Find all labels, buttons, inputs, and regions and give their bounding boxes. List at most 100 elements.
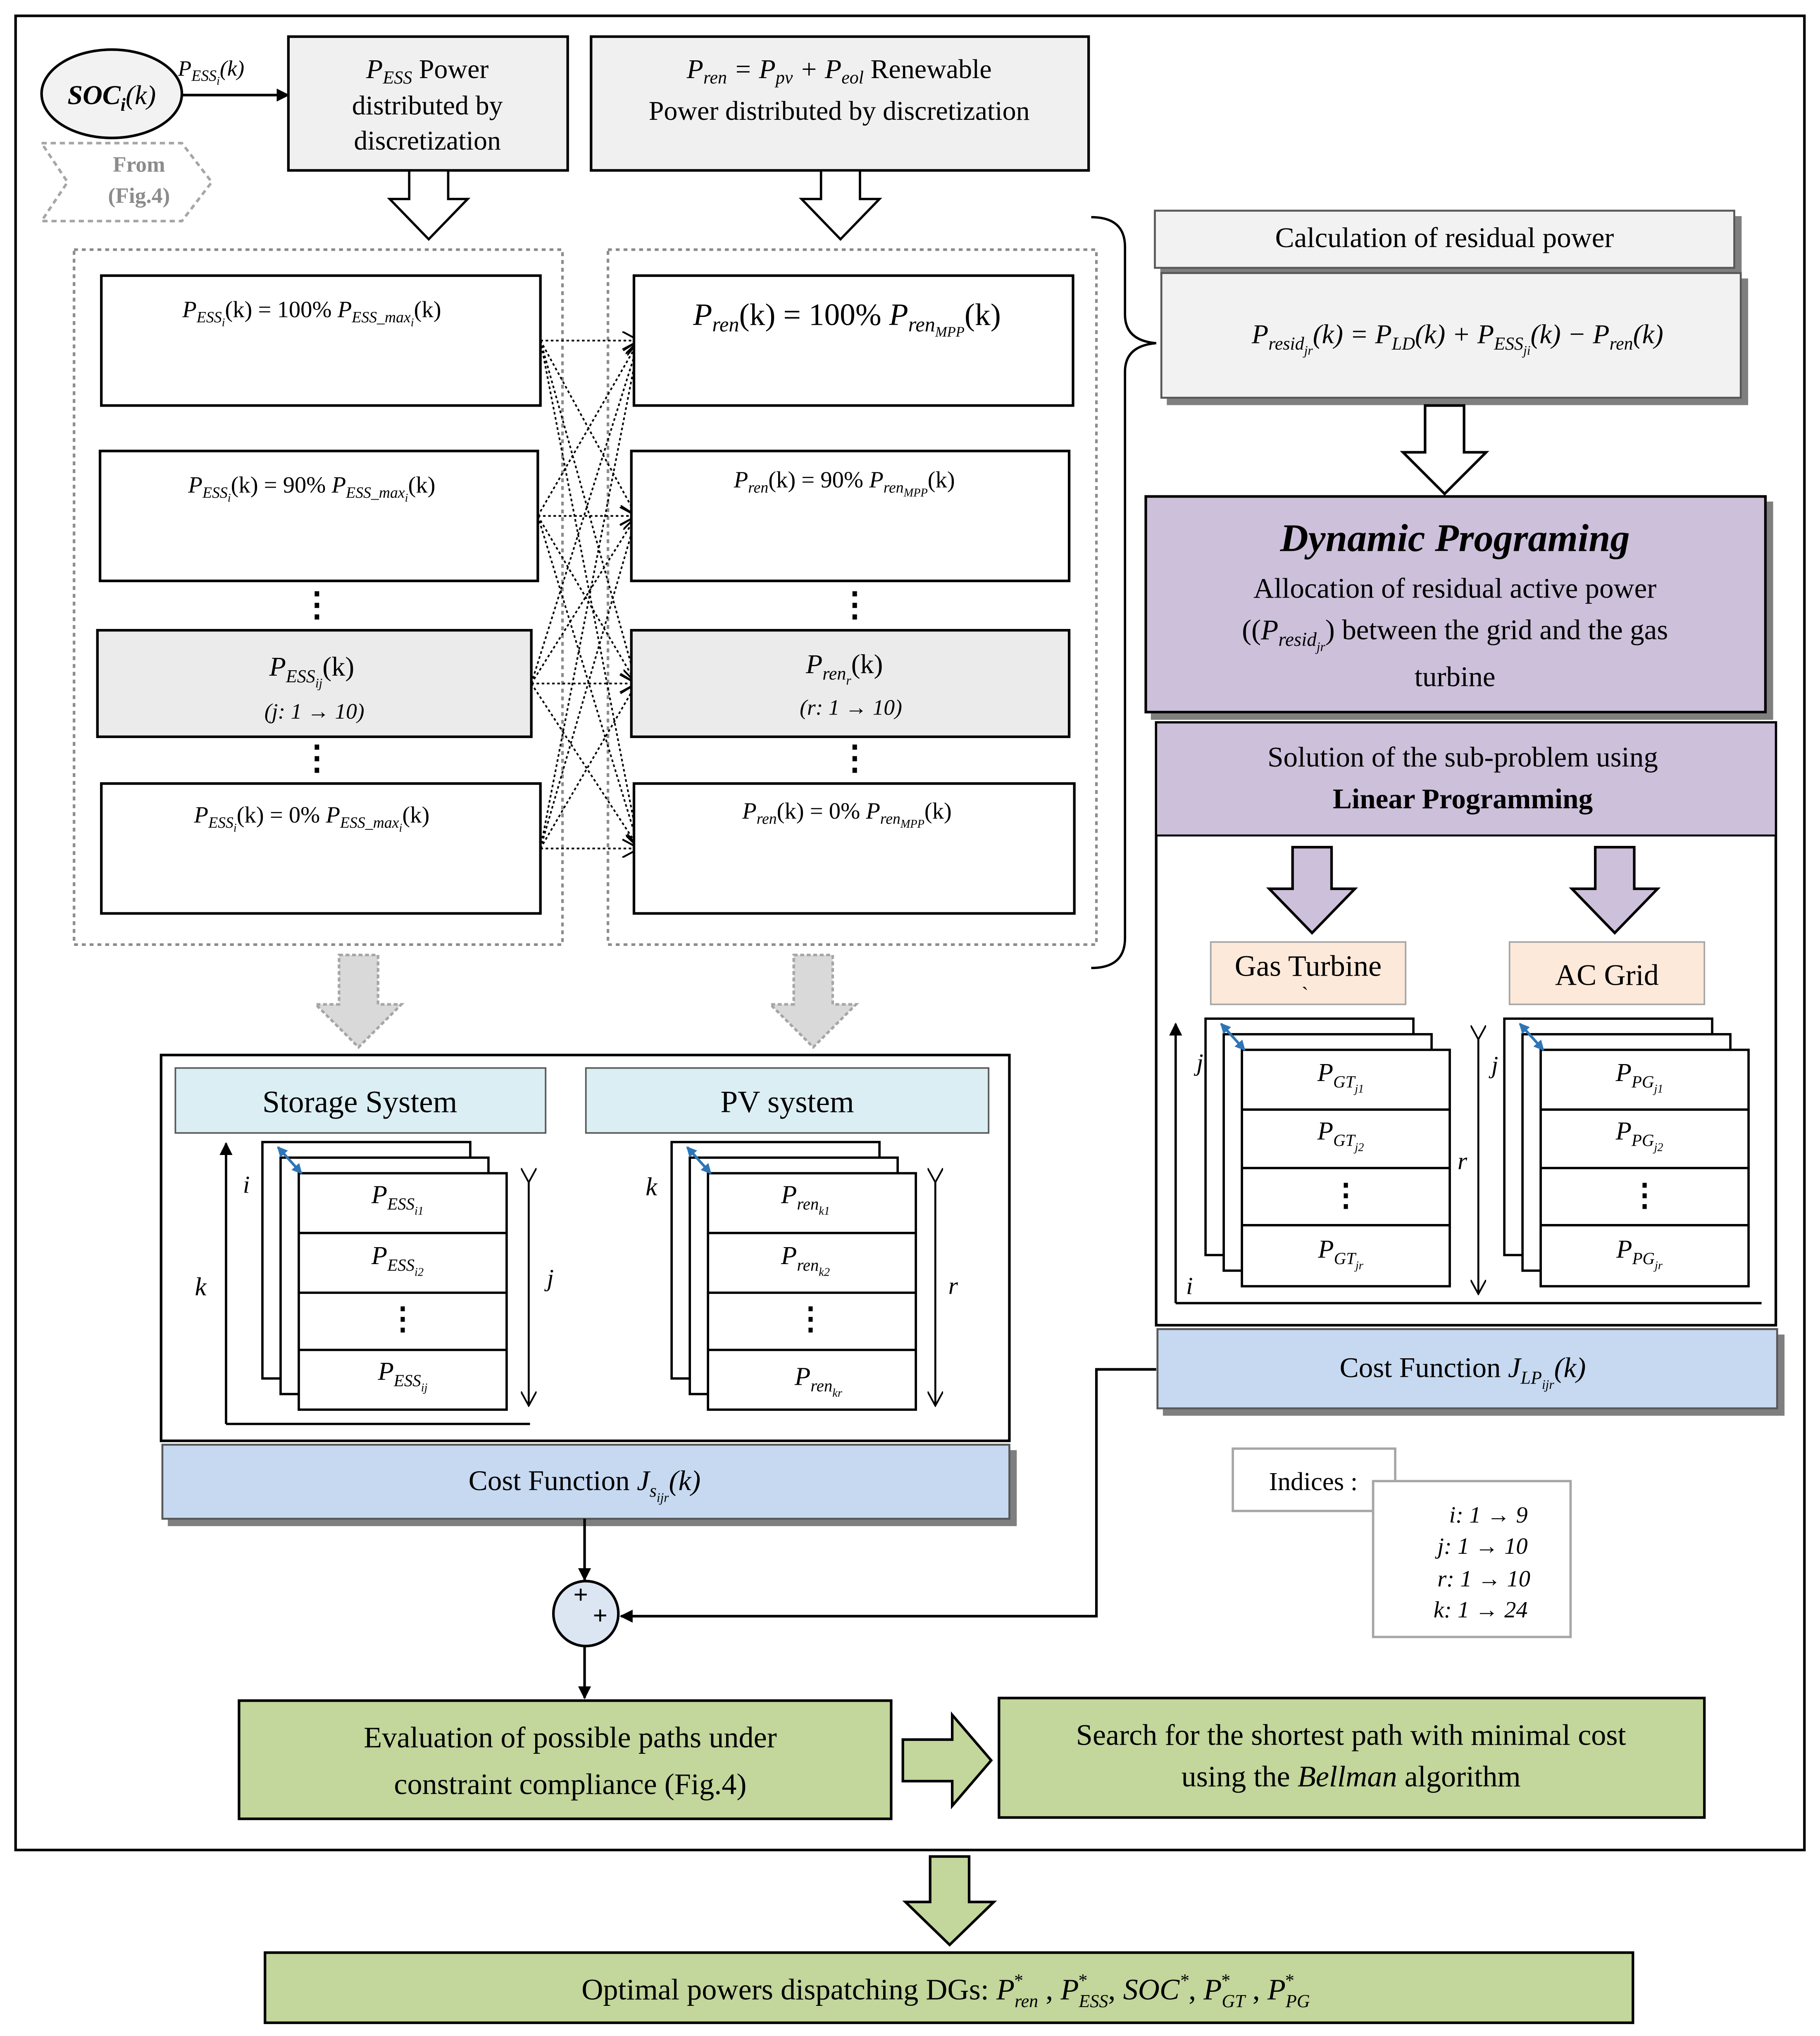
ren-level-0: Pren(k) = 0% PrenMPP(k) xyxy=(632,782,1076,915)
ren-vdots-2: ⋮ xyxy=(838,739,872,777)
svg-text:distributed by: distributed by xyxy=(352,90,503,121)
level-connections xyxy=(530,341,639,849)
svg-text:PPGjr: PPGjr xyxy=(1616,1234,1663,1272)
svg-text:((Presidjr) between the grid a: ((Presidjr) between the grid and the gas xyxy=(1242,614,1668,654)
svg-text:PGTj1: PGTj1 xyxy=(1317,1058,1364,1095)
ren-levels-container xyxy=(607,248,1098,946)
svg-text:k: 1 → 24: k: 1 → 24 xyxy=(1434,1597,1528,1623)
residual-formula: Presidjr(k) = PLD(k) + PESSji(k) − Pren(… xyxy=(1251,319,1663,357)
residual-title: Calculation of residual power xyxy=(1275,221,1614,253)
svg-text:Pren = Ppv + Peol Renewable: Pren = Ppv + Peol Renewable xyxy=(686,54,992,88)
svg-text:PGTjr: PGTjr xyxy=(1317,1234,1363,1272)
soc-arrow-label: PESSi(k) xyxy=(178,56,245,88)
svg-text:Prenk1: Prenk1 xyxy=(781,1180,830,1217)
ess-level-j: PESSij(k) (j: 1 → 10) xyxy=(96,629,533,738)
to-optimal-arrow xyxy=(902,1855,997,1947)
optimal-dispatch-box: Optimal powers dispatching DGs: P*ren , … xyxy=(264,1951,1634,2024)
ren-level-2: Pren(k) = 90% PrenMPP(k) xyxy=(630,450,1071,582)
svg-text:Prenkr: Prenkr xyxy=(794,1362,843,1400)
svg-text:Prenk2: Prenk2 xyxy=(781,1241,830,1279)
indices-legend: Indices : i: 1 → 9 j: 1 → 10 r: 1 → 10 k… xyxy=(1232,1447,1572,1638)
pv-system-label: PV system xyxy=(585,1067,990,1134)
svg-text:turbine: turbine xyxy=(1415,660,1496,692)
svg-text:(r: 1 → 10): (r: 1 → 10) xyxy=(800,695,902,720)
storage-axis-k-label: k xyxy=(195,1272,207,1301)
svg-text:Prenr(k): Prenr(k) xyxy=(805,649,883,688)
svg-text:(j: 1 → 10): (j: 1 → 10) xyxy=(264,699,364,724)
pv-axis-r-label: r xyxy=(948,1272,958,1299)
svg-text:PESSi(k) = 0% PESS_maxi(k): PESSi(k) = 0% PESS_maxi(k) xyxy=(194,802,430,834)
evaluation-to-bellman-arrow xyxy=(901,1711,993,1810)
ess-to-storage-arrow xyxy=(312,953,405,1049)
storage-system-label: Storage System xyxy=(174,1067,547,1134)
storage-stack: PESSi1 PESSi2 ⋮ PESSij xyxy=(261,1141,508,1411)
from-fig4-tag: From (Fig.4) xyxy=(39,142,214,223)
cost-function-lp: Cost Function JLPijr(k) xyxy=(1156,1328,1778,1410)
connection-4-2 xyxy=(539,516,637,849)
svg-text:Pren(k) = 90% PrenMPP(k): Pren(k) = 90% PrenMPP(k) xyxy=(734,467,955,499)
soc-sub: i xyxy=(121,95,126,115)
svg-text:SOCi(k): SOCi(k) xyxy=(67,80,156,115)
ess-vdots-1: ⋮ xyxy=(300,586,334,624)
connection-2-3 xyxy=(537,515,636,684)
soc-label: SOC xyxy=(67,80,121,110)
svg-text:PESS Power: PESS Power xyxy=(366,54,488,88)
soc-arg: (k) xyxy=(126,80,156,110)
svg-text:PESSij: PESSij xyxy=(377,1357,427,1394)
svg-text:+: + xyxy=(593,1601,607,1630)
svg-text:constraint compliance (Fig.4): constraint compliance (Fig.4) xyxy=(394,1768,746,1801)
svg-text:(Fig.4): (Fig.4) xyxy=(108,183,170,208)
svg-text:+: + xyxy=(573,1580,588,1609)
outer-frame xyxy=(14,14,1806,1852)
pv-stack: Prenk1 Prenk2 ⋮ Prenkr xyxy=(670,1141,917,1411)
lp-cost-to-sum xyxy=(619,1368,1156,1623)
ren-level-1: Pren(k) = 100% PrenMPP(k) xyxy=(632,274,1074,407)
soc-node: SOCi(k) xyxy=(40,48,183,139)
svg-text:Allocation of residual active: Allocation of residual active power xyxy=(1253,572,1656,604)
ac-grid-label: AC Grid xyxy=(1508,941,1706,1005)
ren-to-pv-arrow xyxy=(767,953,860,1049)
svg-text:Cost Function Jsijr(k): Cost Function Jsijr(k) xyxy=(469,1464,701,1505)
svg-text:Evaluation of possible paths u: Evaluation of possible paths under xyxy=(364,1721,777,1754)
connection-2-1 xyxy=(537,341,639,517)
gas-turbine-label: Gas Turbine ̀ xyxy=(1210,941,1407,1005)
gas-turbine-stack: PGTj1 PGTj2 ⋮ PGTjr xyxy=(1204,1017,1451,1288)
grouping-brace xyxy=(1091,216,1156,969)
svg-text:PESSi2: PESSi2 xyxy=(371,1241,424,1279)
ess-level-0: PESSi(k) = 0% PESS_maxi(k) xyxy=(100,782,542,915)
svg-text:Dynamic Programing: Dynamic Programing xyxy=(1280,517,1630,560)
sum-node: + + xyxy=(552,1580,620,1648)
svg-text:⋮: ⋮ xyxy=(387,1302,418,1336)
ess-level-1: PESSi(k) = 100% PESS_maxi(k) xyxy=(100,274,542,407)
connection-4-3 xyxy=(539,683,637,849)
residual-power-block xyxy=(1154,210,1742,399)
r-axis-label: r xyxy=(1458,1148,1467,1175)
ess-vdots-2: ⋮ xyxy=(300,739,334,777)
dynamic-programming-box: Dynamic Programing Allocation of residua… xyxy=(1144,495,1767,714)
lp-to-ac-grid-arrow xyxy=(1569,845,1661,935)
svg-text:PESSi(k) = 90% PESS_maxi(k): PESSi(k) = 90% PESS_maxi(k) xyxy=(188,472,435,505)
ess-header-down-arrow xyxy=(387,169,471,241)
svg-text:Pren(k) = 0% PrenMPP(k): Pren(k) = 0% PrenMPP(k) xyxy=(742,798,952,831)
svg-text:PESSi1: PESSi1 xyxy=(371,1180,424,1217)
svg-text:⋮: ⋮ xyxy=(795,1302,826,1336)
svg-text:j: 1 → 10: j: 1 → 10 xyxy=(1434,1534,1527,1559)
svg-text:PPGj1: PPGj1 xyxy=(1615,1058,1663,1095)
bellman-box: Search for the shortest path with minima… xyxy=(998,1696,1706,1819)
svg-text:Pren(k) = 100% PrenMPP(k): Pren(k) = 100% PrenMPP(k) xyxy=(693,298,1001,340)
svg-text:AC Grid: AC Grid xyxy=(1555,958,1659,991)
svg-text:Gas Turbine: Gas Turbine xyxy=(1235,949,1382,982)
ac-grid-stack: PPGj1 PPGj2 ⋮ PPGjr xyxy=(1503,1017,1750,1288)
svg-text:⋮: ⋮ xyxy=(1629,1179,1660,1213)
svg-text:discretization: discretization xyxy=(354,126,501,156)
ren-level-r: Prenr(k) (r: 1 → 10) xyxy=(630,629,1071,738)
evaluation-box: Evaluation of possible paths under const… xyxy=(238,1699,893,1820)
residual-to-dp-arrow xyxy=(1400,404,1489,496)
svg-text:PESSij(k): PESSij(k) xyxy=(269,652,355,690)
svg-text:Search for the shortest path w: Search for the shortest path with minima… xyxy=(1076,1718,1626,1751)
svg-text:⋮: ⋮ xyxy=(1330,1179,1361,1213)
cost-function-storage: Cost Function Jsijr(k) xyxy=(161,1443,1010,1520)
ren-vdots-1: ⋮ xyxy=(838,586,872,624)
lp-to-gas-turbine-arrow xyxy=(1266,845,1358,935)
svg-text:PGTj2: PGTj2 xyxy=(1317,1116,1364,1154)
